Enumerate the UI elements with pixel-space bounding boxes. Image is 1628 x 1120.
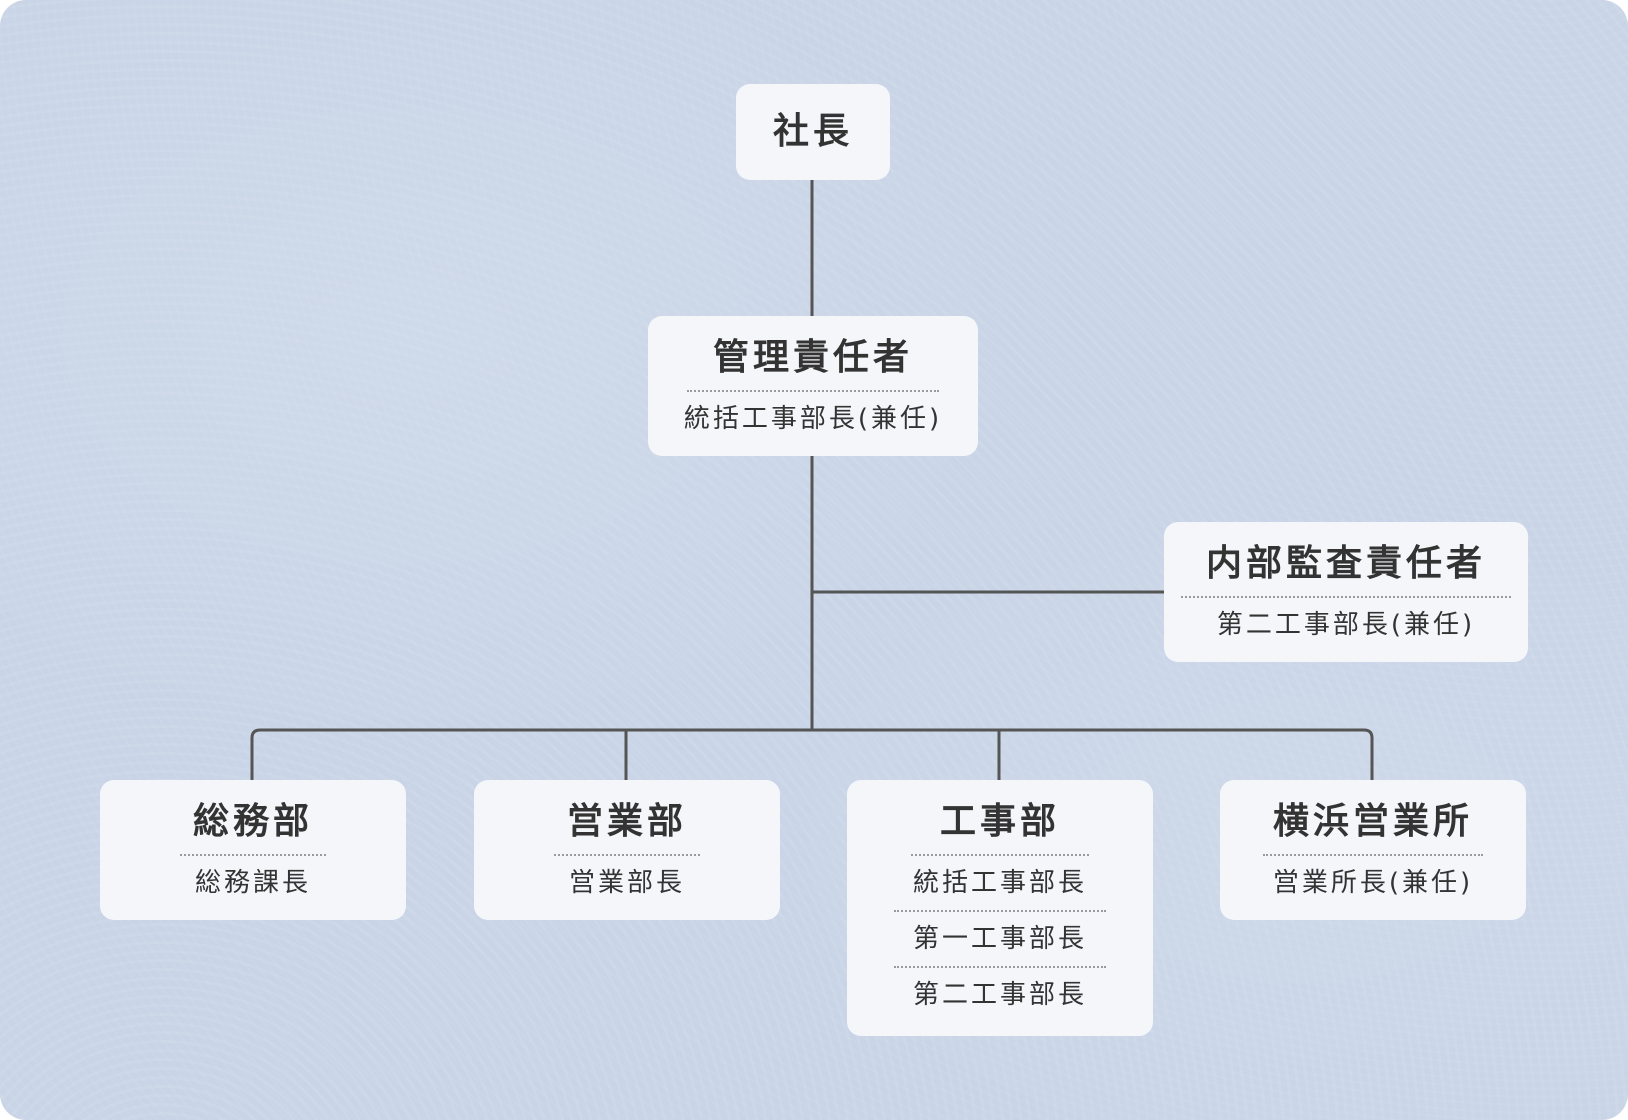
manager-box: 管理責任者 統括工事部長(兼任) <box>648 316 978 456</box>
dept-role: 第一工事部長 <box>912 924 1087 954</box>
dept-box-sales: 営業部 営業部長 <box>474 780 780 920</box>
audit-title: 内部監査責任者 <box>1205 543 1486 584</box>
divider <box>180 854 326 856</box>
dept-role: 総務課長 <box>194 868 311 898</box>
president-box: 社長 <box>736 84 890 180</box>
dept-title: 横浜営業所 <box>1272 801 1473 842</box>
dept-role: 統括工事部長 <box>912 868 1087 898</box>
line-department-bus <box>250 728 1374 780</box>
divider <box>1181 596 1511 598</box>
divider <box>894 910 1106 912</box>
divider <box>687 390 939 392</box>
dept-box-construction: 工事部 統括工事部長 第一工事部長 第二工事部長 <box>847 780 1153 1036</box>
dept-role: 営業部長 <box>568 868 685 898</box>
dept-role: 営業所長(兼任) <box>1272 868 1474 898</box>
audit-box: 内部監査責任者 第二工事部長(兼任) <box>1164 522 1528 662</box>
manager-role: 統括工事部長(兼任) <box>683 404 943 434</box>
divider <box>911 854 1089 856</box>
dept-box-yokohama-office: 横浜営業所 営業所長(兼任) <box>1220 780 1526 920</box>
divider <box>1263 854 1483 856</box>
audit-role: 第二工事部長(兼任) <box>1216 610 1476 640</box>
dept-box-general-affairs: 総務部 総務課長 <box>100 780 406 920</box>
dept-title: 営業部 <box>566 801 687 842</box>
president-title: 社長 <box>772 111 853 152</box>
dept-title: 工事部 <box>939 801 1060 842</box>
divider <box>554 854 700 856</box>
divider <box>894 966 1106 968</box>
dept-role: 第二工事部長 <box>912 980 1087 1010</box>
dept-title: 総務部 <box>192 801 313 842</box>
manager-title: 管理責任者 <box>712 337 913 378</box>
